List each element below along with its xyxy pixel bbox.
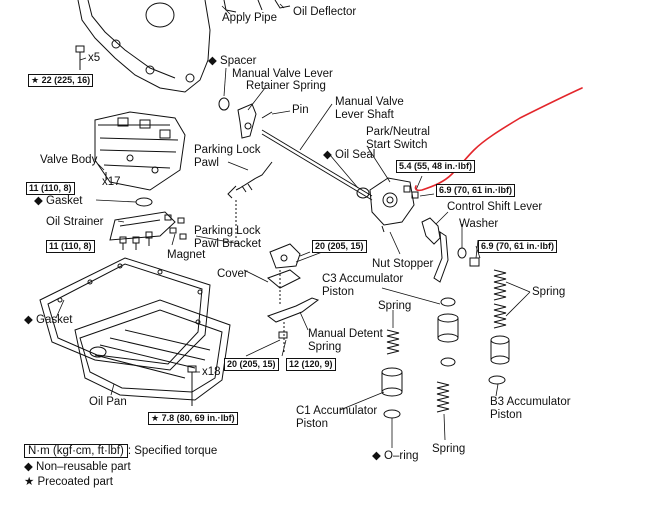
label-x18: x18 — [202, 366, 221, 378]
label-spring-bottom: Spring — [432, 443, 466, 455]
label-parking-lock-pawl-bracket: Parking Lock — [194, 225, 261, 237]
park-neutral-start-switch — [369, 177, 415, 226]
pin — [261, 111, 273, 119]
oil-pan — [74, 299, 231, 401]
washer — [457, 247, 467, 259]
label-oil-pan: Oil Pan — [89, 396, 127, 408]
spring-right-2 — [493, 303, 507, 329]
pan-gasket — [39, 257, 211, 371]
label-detent-spring: Spring — [308, 341, 342, 353]
label-valve-body: Valve Body — [40, 154, 98, 166]
parking-lock-pawl-bracket — [269, 243, 301, 269]
label-gasket-pan: ◆ Gasket — [24, 314, 73, 326]
label-o-ring: ◆ O–ring — [372, 450, 419, 462]
label-c3-piston: Piston — [322, 286, 354, 298]
gasket-ring — [135, 197, 153, 207]
label-park-neutral: Park/Neutral — [366, 126, 430, 138]
legend-nonreusable: ◆ Non–reusable part — [24, 461, 131, 473]
bolt-x5 — [75, 45, 85, 70]
label-spacer: ◆ Spacer — [208, 55, 257, 67]
spring-right-1 — [493, 269, 507, 301]
parking-lock-pawl-rod — [227, 161, 273, 199]
label-x5: x5 — [88, 52, 101, 64]
label-oil-strainer: Oil Strainer — [46, 216, 104, 228]
legend-unit-desc: : Specified torque — [127, 445, 218, 457]
spacer — [218, 97, 230, 111]
label-c1-piston: Piston — [296, 418, 328, 430]
c3-accumulator-piston — [437, 297, 459, 367]
label-washer: Washer — [459, 218, 499, 230]
label-gasket-top: ◆ Gasket — [34, 195, 83, 207]
torque-box-switch: 5.4 (55, 48 in.·lbf) — [396, 160, 476, 173]
torque-box-bracket: 20 (205, 15) — [312, 240, 367, 253]
bolt-x18 — [187, 365, 197, 406]
label-magnet: Magnet — [167, 249, 206, 261]
label-pawl-bracket: Pawl Bracket — [194, 238, 262, 250]
label-x17: x17 — [102, 176, 121, 188]
cover — [267, 269, 301, 289]
torque-box-detent-1: 20 (205, 15) — [224, 358, 279, 371]
label-control-shift-lever: Control Shift Lever — [447, 201, 543, 213]
manual-detent-spring — [266, 297, 320, 323]
transmission-case — [77, 0, 211, 93]
b3-accumulator-piston — [488, 335, 510, 385]
control-shift-lever — [421, 217, 449, 283]
oil-strainer — [109, 211, 176, 250]
label-spring-c3: Spring — [378, 300, 412, 312]
magnet-1 — [164, 214, 172, 221]
label-manual-detent: Manual Detent — [308, 328, 383, 340]
torque-box-lever-nut: 6.9 (70, 61 in.·lbf) — [478, 240, 558, 253]
oil-deflector — [257, 0, 291, 11]
legend-precoated: ★ Precoated part — [24, 476, 113, 488]
magnet-3 — [169, 227, 177, 234]
label-pawl: Pawl — [194, 157, 219, 169]
label-pin: Pin — [292, 104, 309, 116]
torque-box-oil-strainer: 11 (110, 8) — [46, 240, 95, 253]
label-start-switch: Start Switch — [366, 139, 428, 151]
label-c3-accumulator: C3 Accumulator — [322, 273, 404, 285]
red-markup-stroke — [414, 87, 583, 192]
oil-seal — [356, 187, 370, 199]
label-nut-stopper: Nut Stopper — [372, 258, 434, 270]
label-manual-valve-shaft: Manual Valve — [335, 96, 404, 108]
label-spring-right: Spring — [532, 286, 566, 298]
valve-body — [94, 111, 186, 191]
label-oil-deflector: Oil Deflector — [293, 6, 357, 18]
legend-unit-box: N·m (kgf·cm, ft·lbf) — [24, 444, 128, 458]
nut — [469, 257, 480, 267]
manual-valve-lever — [237, 103, 257, 139]
torque-box-valve-body: 11 (110, 8) — [26, 182, 75, 195]
c1-accumulator-piston — [381, 367, 403, 419]
label-apply-pipe: Apply Pipe — [222, 12, 277, 24]
label-cover: Cover — [217, 268, 248, 280]
label-c1-accumulator: C1 Accumulator — [296, 405, 378, 417]
label-lever-shaft: Lever Shaft — [335, 109, 394, 121]
magnet-4 — [179, 233, 187, 240]
leader-lines — [55, 3, 531, 448]
legend-torque: N·m (kgf·cm, ft·lbf): Specified torque — [24, 444, 217, 458]
magnet-2 — [177, 217, 185, 224]
label-b3-accumulator: B3 Accumulator — [490, 396, 571, 408]
manual-valve-lever-shaft — [261, 129, 373, 201]
torque-box-case-bolt: ★ 22 (225, 16) — [28, 74, 94, 87]
torque-box-switch-nut: 6.9 (70, 61 in.·lbf) — [436, 184, 516, 197]
label-retainer-spring: Retainer Spring — [246, 80, 326, 92]
spring-c3 — [386, 329, 400, 355]
torque-box-detent-2: 12 (120, 9) — [286, 358, 336, 371]
torque-box-oil-pan: ★ 7.8 (80, 69 in.·lbf) — [148, 412, 238, 425]
label-manual-valve-lever: Manual Valve Lever — [232, 68, 333, 80]
nut-switch — [411, 191, 419, 199]
label-parking-lock-pawl: Parking Lock — [194, 144, 261, 156]
spring-bottom — [436, 381, 450, 413]
label-b3-piston: Piston — [490, 409, 522, 421]
label-oil-seal: ◆ Oil Seal — [323, 149, 376, 161]
